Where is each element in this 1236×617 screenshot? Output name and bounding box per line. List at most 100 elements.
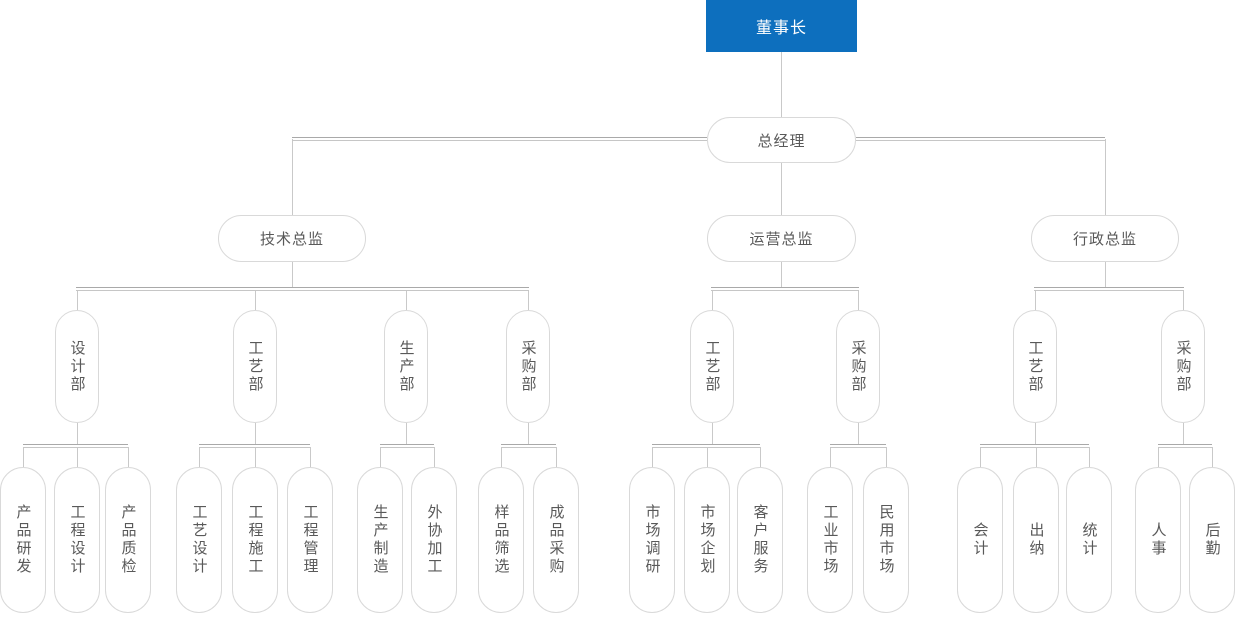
connector-double-bar [1158,444,1212,448]
node-label: 统计 [1080,522,1098,558]
connector-line [760,447,761,467]
connector-line [1105,262,1106,288]
node-label: 工艺设计 [190,504,208,576]
connector-line [406,423,407,445]
connector-line [1089,447,1090,467]
node-label: 工业市场 [821,504,839,576]
connector-line [1105,139,1106,215]
connector-line [434,447,435,467]
connector-double-bar [652,444,760,448]
node-department: 工艺部 [1013,310,1057,423]
node-label: 市场调研 [643,504,661,576]
node-label: 工程设计 [68,504,86,576]
connector-line [1212,447,1213,467]
node-team: 工业市场 [807,467,853,613]
node-team: 市场调研 [629,467,675,613]
node-team: 外协加工 [411,467,457,613]
connector-double-bar [980,444,1089,448]
node-label: 样品筛选 [492,504,510,576]
connector-line [501,447,502,467]
connector-line [781,52,782,117]
node-director-administrative: 行政总监 [1031,215,1179,262]
node-label: 工程管理 [301,504,319,576]
node-label: 产品质检 [119,504,137,576]
connector-line [830,447,831,467]
node-team: 生产制造 [357,467,403,613]
node-label: 出纳 [1027,522,1045,558]
node-team: 后勤 [1189,467,1235,613]
node-label: 总经理 [757,132,806,150]
connector-line [1035,290,1036,310]
connector-line [292,262,293,288]
node-label: 生产部 [397,339,415,394]
connector-line [255,447,256,467]
connector-line [712,423,713,445]
node-department: 工艺部 [690,310,734,423]
node-label: 会计 [971,522,989,558]
connector-line [1036,447,1037,467]
node-label: 工艺部 [703,339,721,394]
node-department: 采购部 [1161,310,1205,423]
connector-line [712,290,713,310]
connector-line [528,290,529,310]
connector-line [858,423,859,445]
connector-line [77,447,78,467]
node-team: 市场企划 [684,467,730,613]
node-label: 外协加工 [425,504,443,576]
node-label: 民用市场 [877,504,895,576]
connector-line [1183,423,1184,445]
node-label: 行政总监 [1072,231,1137,248]
node-team: 产品研发 [0,467,46,613]
node-team: 工艺设计 [176,467,222,613]
node-team: 工程施工 [232,467,278,613]
node-label: 运营总监 [749,231,814,248]
node-team: 样品筛选 [478,467,524,613]
connector-line [77,423,78,445]
node-label: 产品研发 [14,504,32,576]
node-label: 采购部 [849,339,867,394]
connector-line [858,290,859,310]
connector-line [1035,423,1036,445]
connector-line [1183,290,1184,310]
node-label: 技术总监 [259,231,324,248]
node-chairman: 董事长 [706,0,857,52]
connector-double-bar [830,444,886,448]
node-label: 工艺部 [1026,339,1044,394]
node-label: 市场企划 [698,504,716,576]
node-team: 会计 [957,467,1003,613]
node-team: 民用市场 [863,467,909,613]
node-team: 人事 [1135,467,1181,613]
node-department: 设计部 [55,310,99,423]
connector-line [77,290,78,310]
node-label: 采购部 [1174,339,1192,394]
node-team: 客户服务 [737,467,783,613]
connector-line [781,262,782,288]
connector-double-bar [501,444,556,448]
node-team: 出纳 [1013,467,1059,613]
connector-line [528,423,529,445]
node-label: 工程施工 [246,504,264,576]
connector-line [707,447,708,467]
connector-double-bar [76,287,529,291]
node-label: 设计部 [68,339,86,394]
connector-double-bar [711,287,859,291]
node-department: 采购部 [836,310,880,423]
node-team: 成品采购 [533,467,579,613]
node-label: 工艺部 [246,339,264,394]
connector-line [886,447,887,467]
connector-double-bar [23,444,128,448]
connector-line [199,447,200,467]
node-label: 客户服务 [751,504,769,576]
node-team: 统计 [1066,467,1112,613]
connector-line [556,447,557,467]
node-label: 采购部 [519,339,537,394]
connector-double-bar [199,444,310,448]
connector-line [255,290,256,310]
node-department: 采购部 [506,310,550,423]
connector-line [406,290,407,310]
node-department: 生产部 [384,310,428,423]
connector-double-bar [1034,287,1184,291]
connector-line [23,447,24,467]
connector-line [292,139,293,215]
